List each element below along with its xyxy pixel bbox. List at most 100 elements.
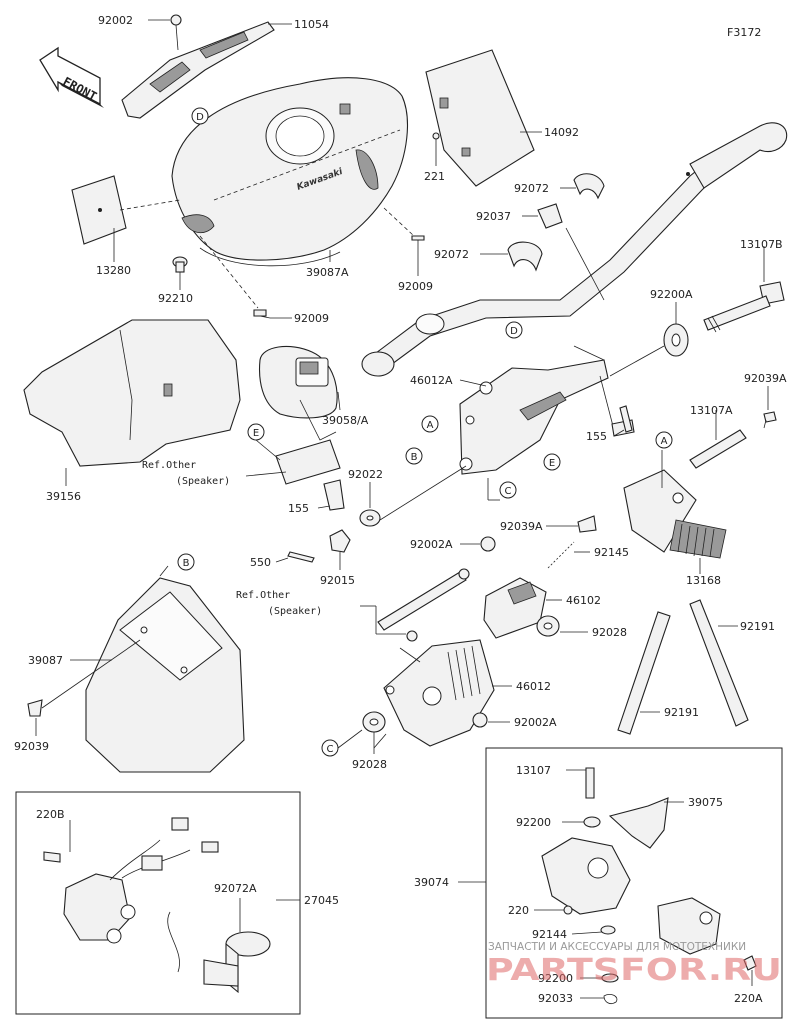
ref-marker-B-mid: B	[405, 447, 423, 465]
label-13107A: 13107A	[690, 404, 733, 417]
clip-92033-part	[603, 994, 618, 1004]
screw-92009-b-part	[253, 309, 271, 319]
assembly-leaders	[69, 769, 753, 999]
speaker-ref-rod-part	[377, 568, 470, 642]
label-92191-b: 92191	[664, 706, 699, 719]
front-arrow-icon: FRONT	[39, 46, 104, 108]
label-92072-a: 92072	[514, 182, 549, 195]
svg-text:D: D	[510, 326, 518, 337]
screw-220-part	[563, 905, 573, 915]
label-92022: 92022	[348, 468, 383, 481]
clamp-92072-b-part	[507, 241, 543, 272]
svg-text:B: B	[183, 558, 190, 569]
ref-marker-C-low: C	[321, 739, 339, 757]
label-92002A-a: 92002A	[410, 538, 453, 551]
label-92033: 92033	[538, 992, 573, 1005]
nut-92015-part	[329, 529, 351, 553]
watermark-tagline: ЗАПЧАСТИ И АКСЕССУАРЫ ДЛЯ МОТОТЕХНИКИ	[488, 941, 746, 953]
label-13107B: 13107B	[740, 238, 783, 251]
label-92200: 92200	[516, 816, 551, 829]
leader-lines	[35, 19, 769, 754]
label-155-a: 155	[586, 430, 607, 443]
part-labels: 92002 11054 14092 221 92072 92037 92072 …	[14, 14, 787, 1005]
svg-text:C: C	[505, 486, 512, 497]
label-92191-a: 92191	[740, 620, 775, 633]
rod-92191-b-part	[689, 599, 749, 727]
label-92200-b: 92200	[538, 972, 573, 985]
pin-13107A-part	[689, 429, 747, 469]
clamp-92072-a-part	[573, 173, 605, 200]
label-92015: 92015	[320, 574, 355, 587]
bolt-220B-part	[43, 851, 61, 863]
label-ref-other-2b: (Speaker)	[268, 606, 322, 617]
clamp-92072A-part	[167, 911, 271, 994]
ref-marker-E-left: E	[247, 423, 265, 441]
label-92002-top: 92002	[98, 14, 133, 27]
label-155-b: 155	[288, 502, 309, 515]
bolt-155-a-part	[619, 405, 633, 433]
label-13168: 13168	[686, 574, 721, 587]
label-220A: 220A	[734, 992, 763, 1005]
watermark: ЗАПЧАСТИ И АКСЕССУАРЫ ДЛЯ МОТОТЕХНИКИ PA…	[486, 941, 782, 988]
label-92039: 92039	[14, 740, 49, 753]
cover-39087-part	[85, 577, 245, 773]
label-39156: 39156	[46, 490, 81, 503]
ref-marker-A-mid: A	[421, 415, 439, 433]
svg-text:D: D	[196, 112, 204, 123]
label-39058A: 39058/A	[322, 414, 369, 427]
label-220: 220	[508, 904, 529, 917]
washer-92028-b-part	[362, 711, 386, 733]
bracket-39075-part	[608, 797, 669, 849]
bolt-92002A-b-part	[472, 712, 488, 728]
label-13280: 13280	[96, 264, 131, 277]
label-46012: 46012	[516, 680, 551, 693]
pin-13107-part	[585, 767, 595, 799]
washer-92200A-part	[663, 323, 689, 357]
assembly-box	[485, 747, 783, 1019]
bolt-155-b-part	[323, 479, 345, 511]
label-92028-a: 92028	[592, 626, 627, 639]
label-46102: 46102	[566, 594, 601, 607]
label-92200A: 92200A	[650, 288, 693, 301]
screw-92039-part	[27, 699, 43, 717]
rod-92191-a-part	[617, 611, 671, 735]
washer-92022-part	[359, 509, 381, 527]
label-92210: 92210	[158, 292, 193, 305]
grommet-92210-part	[172, 256, 188, 273]
bolt-92002A-a-part	[480, 536, 496, 552]
screw-92039A-top-part	[763, 411, 777, 429]
brush-13168-part	[623, 469, 727, 559]
ref-marker-C-mid: C	[499, 481, 517, 499]
cover-39156-part	[23, 319, 241, 467]
handlebar-part	[361, 122, 788, 377]
screw-92039A-mid-part	[577, 515, 597, 533]
handlebar-cover-upper-part: Kawasaki	[171, 77, 408, 267]
label-39075: 39075	[688, 796, 723, 809]
watermark-brand: PARTSFOR.RU	[486, 953, 782, 988]
cover-14092-part	[425, 49, 535, 187]
switch-46102-part	[483, 577, 547, 639]
label-ref-other-1b: (Speaker)	[176, 476, 230, 487]
label-550: 550	[250, 556, 271, 569]
label-14092: 14092	[544, 126, 579, 139]
label-92009-a: 92009	[398, 280, 433, 293]
pad-13280-part	[71, 175, 127, 245]
ring-92144-part	[600, 925, 616, 935]
label-13107: 13107	[516, 764, 551, 777]
ref-marker-E-mid: E	[543, 453, 561, 471]
label-92037: 92037	[476, 210, 511, 223]
label-92072A: 92072A	[214, 882, 257, 895]
svg-text:E: E	[253, 428, 259, 439]
part-550-part	[287, 551, 315, 563]
ref-marker-A-right: A	[655, 431, 673, 449]
label-220B: 220B	[36, 808, 65, 821]
label-92072-b: 92072	[434, 248, 469, 261]
label-92145: 92145	[594, 546, 629, 559]
cap-220A-part	[657, 897, 721, 955]
label-11054: 11054	[294, 18, 329, 31]
svg-text:A: A	[427, 420, 434, 431]
label-39087A: 39087A	[306, 266, 349, 279]
housing-39074-part	[541, 837, 631, 915]
screw-92009-a-part	[411, 235, 425, 250]
label-92009-b: 92009	[294, 312, 329, 325]
